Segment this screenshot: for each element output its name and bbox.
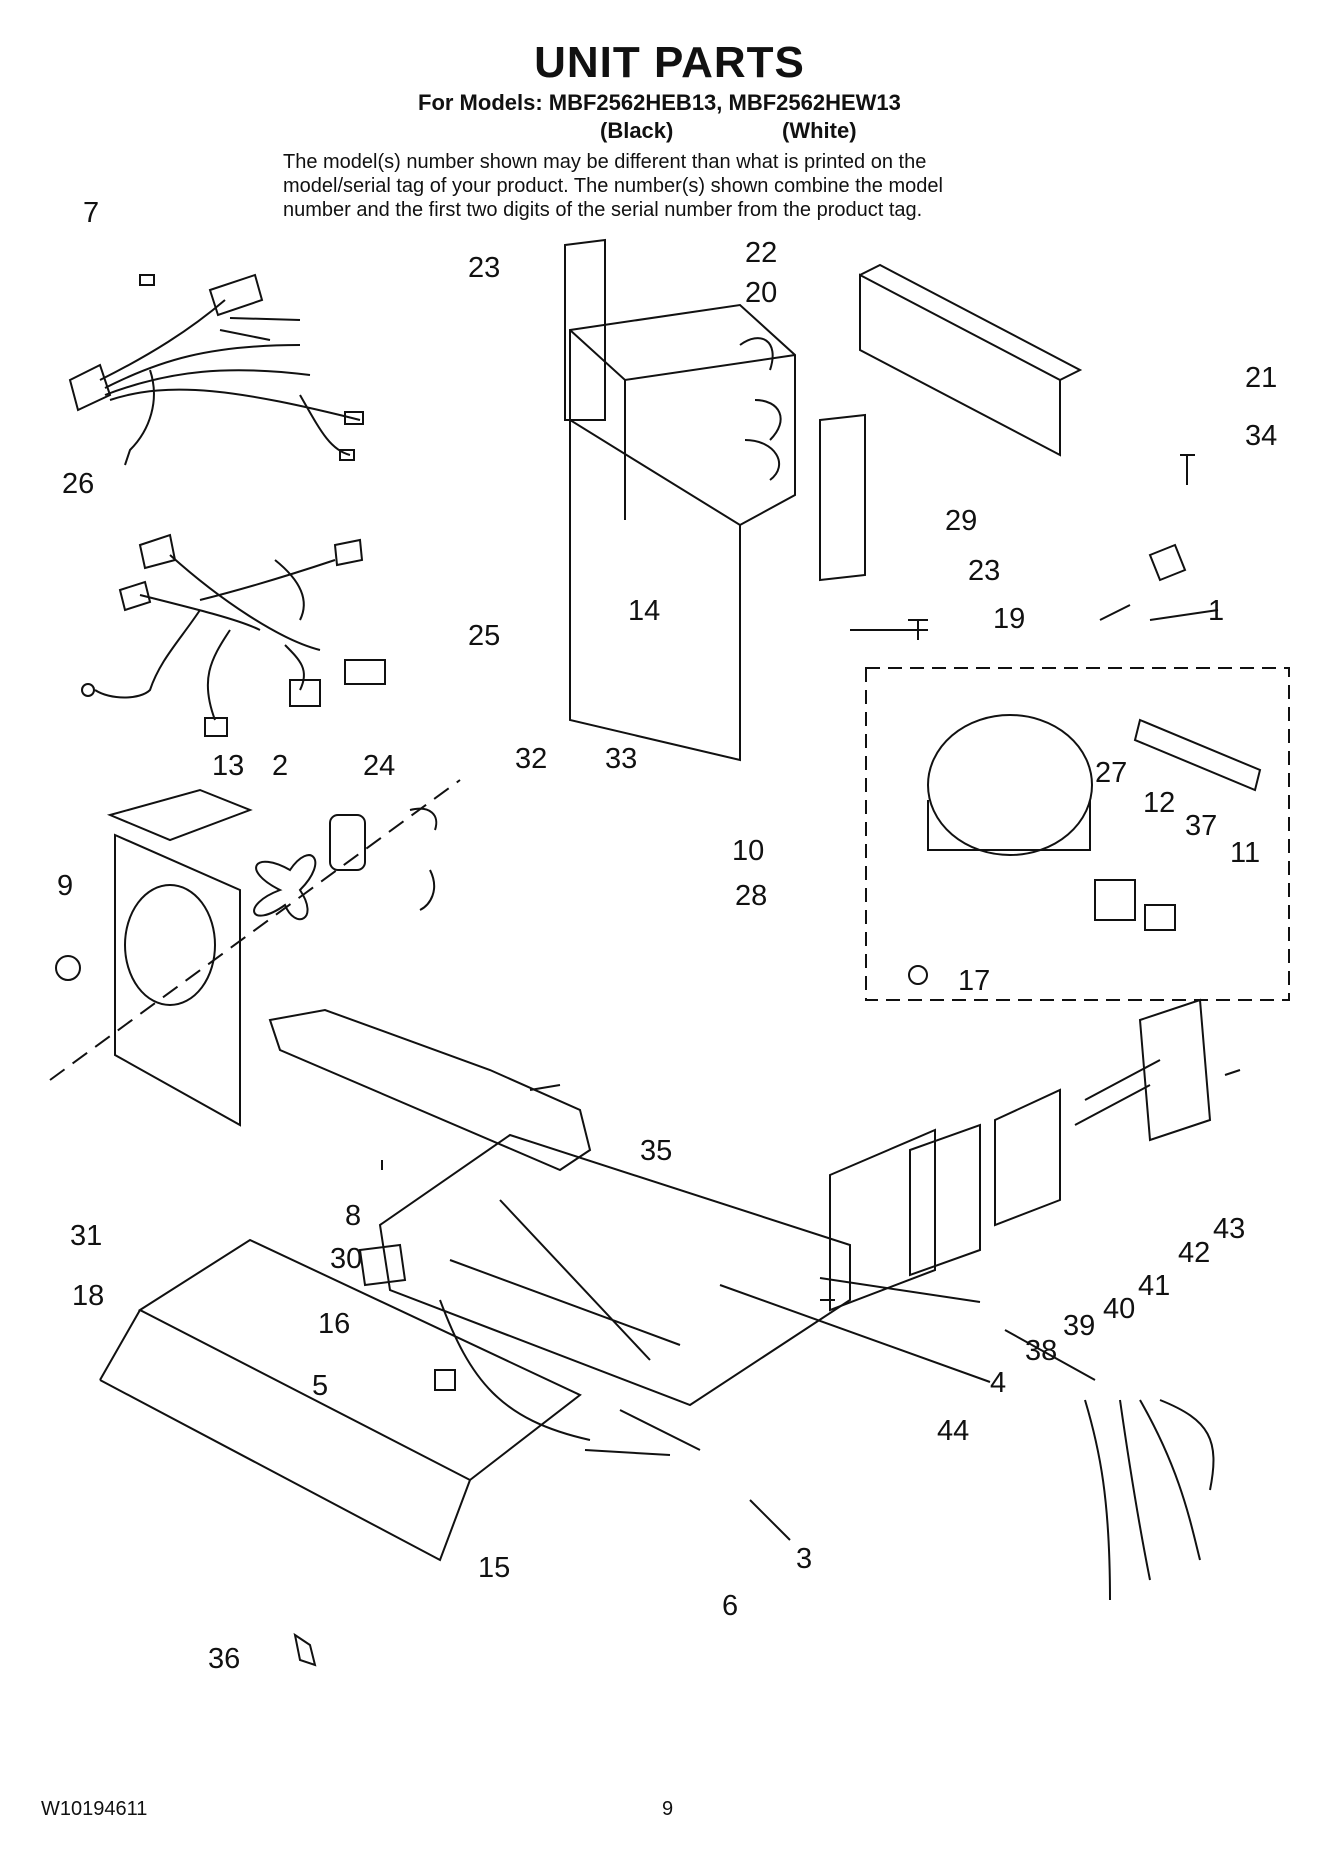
callout-12: 12: [1143, 787, 1175, 819]
callout-1: 1: [1208, 595, 1224, 627]
callout-27: 27: [1095, 757, 1127, 789]
screws-41: [1074, 1059, 1161, 1126]
callout-16: 16: [318, 1308, 350, 1340]
page-title: UNIT PARTS: [534, 38, 805, 87]
callout-41: 41: [1138, 1270, 1170, 1302]
model-notice: The model(s) number shown may be differe…: [283, 150, 1083, 222]
tube-6: [439, 1299, 591, 1441]
evaporator-cover: [859, 263, 1083, 457]
callout-labels: 1 2 3 4 5 6 7 8 9 10 11 12 13 14 15 16 1…: [57, 197, 1277, 1675]
callout-28: 28: [735, 880, 767, 912]
line-art: [49, 238, 1290, 1667]
document-number: W10194611: [41, 1798, 148, 1820]
wire-harness-lower: [81, 533, 386, 737]
screw-1: [1099, 604, 1131, 621]
callout-39: 39: [1063, 1310, 1095, 1342]
callout-18: 18: [72, 1280, 104, 1312]
fan-shroud: [114, 833, 241, 1127]
callout-30: 30: [330, 1243, 362, 1275]
page-number: 9: [662, 1798, 674, 1820]
filter-drier: [1133, 718, 1262, 792]
assembly-axis: [49, 779, 461, 1081]
side-bracket-left: [564, 238, 606, 421]
sleeve-15: [434, 1369, 456, 1391]
callout-15: 15: [478, 1552, 510, 1584]
callout-26: 26: [62, 468, 94, 500]
callout-8: 8: [345, 1200, 361, 1232]
fan-motor: [329, 814, 366, 871]
wire-harness-upper: [68, 273, 364, 466]
overload-37: [1144, 904, 1176, 931]
callout-40: 40: [1103, 1293, 1135, 1325]
callout-35: 35: [640, 1135, 672, 1167]
base-plate: [378, 1133, 851, 1407]
callout-11: 11: [1230, 837, 1260, 869]
callout-29: 29: [945, 505, 977, 537]
plug-9: [55, 955, 81, 981]
clip-36: [293, 1632, 317, 1667]
screw-21: [1180, 454, 1195, 485]
notice-line-3: number and the first two digits of the s…: [283, 199, 923, 221]
callout-24: 24: [363, 750, 395, 782]
compressor-group-box: [865, 667, 1290, 1001]
callout-25: 25: [468, 620, 500, 652]
variant-black: (Black): [600, 118, 674, 143]
screw-43: [1224, 1069, 1241, 1076]
callout-2: 2: [272, 750, 288, 782]
callout-6: 6: [722, 1590, 738, 1622]
grommet-17: [908, 965, 928, 985]
callout-20: 20: [745, 277, 777, 309]
callout-23-right: 23: [968, 555, 1000, 587]
notice-line-2: model/serial tag of your product. The nu…: [283, 175, 943, 197]
evaporator-coil: [569, 303, 796, 762]
callout-43: 43: [1213, 1213, 1245, 1245]
callout-19: 19: [993, 603, 1025, 635]
wire-harness-44: [1084, 1399, 1215, 1601]
compressor: [927, 714, 1093, 856]
callout-44: 44: [937, 1415, 969, 1447]
clip-34: [1148, 543, 1187, 582]
board-39: [909, 1123, 981, 1277]
callout-5: 5: [312, 1370, 328, 1402]
callout-31: 31: [70, 1220, 102, 1252]
board-40: [994, 1088, 1061, 1227]
gasket-13: [106, 788, 253, 842]
fan-blade: [253, 854, 317, 921]
callout-4: 4: [990, 1367, 1006, 1399]
callout-23-left: 23: [468, 252, 500, 284]
callout-42: 42: [1178, 1237, 1210, 1269]
callout-10: 10: [732, 835, 764, 867]
callout-36: 36: [208, 1643, 240, 1675]
callout-33: 33: [605, 743, 637, 775]
callout-13: 13: [212, 750, 244, 782]
control-box-38: [829, 1128, 936, 1312]
variant-white: (White): [782, 118, 857, 143]
callout-32: 32: [515, 743, 547, 775]
callout-3: 3: [796, 1543, 812, 1575]
callout-21: 21: [1245, 362, 1277, 394]
drain-trough: [268, 1008, 592, 1172]
side-bracket-right: [819, 413, 866, 582]
callout-34: 34: [1245, 420, 1277, 452]
condenser-coil: [137, 1238, 582, 1482]
callout-17: 17: [958, 965, 990, 997]
callout-38: 38: [1025, 1335, 1057, 1367]
callout-37: 37: [1185, 810, 1217, 842]
notice-line-1: The model(s) number shown may be differe…: [283, 151, 927, 173]
callout-7: 7: [83, 197, 99, 229]
relay-12: [1094, 879, 1136, 921]
callout-14: 14: [628, 595, 660, 627]
bracket-42: [1138, 998, 1212, 1142]
callout-22: 22: [745, 237, 777, 269]
mount-5: [358, 1243, 407, 1287]
callout-9: 9: [57, 870, 73, 902]
models-line: For Models: MBF2562HEB13, MBF2562HEW13: [418, 90, 901, 115]
